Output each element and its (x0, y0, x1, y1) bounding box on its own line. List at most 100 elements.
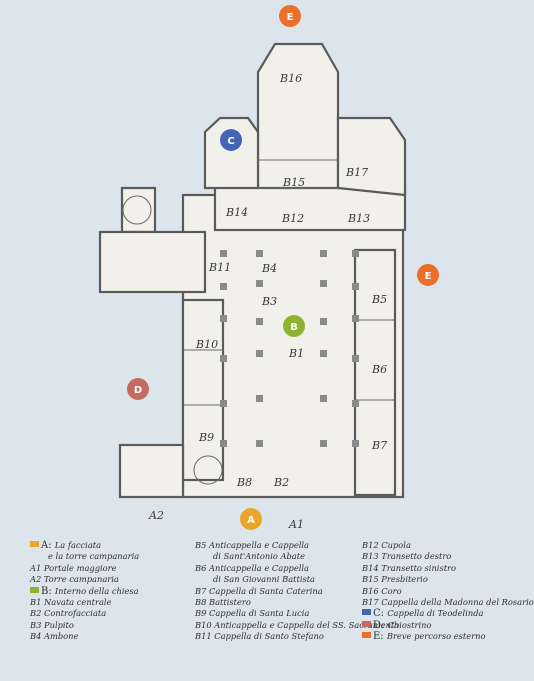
marker-label: E (287, 12, 294, 23)
legend-text: B5 Anticappella e Cappella (195, 540, 309, 550)
marker-label: C (227, 136, 234, 147)
legend-text: B2 Controfacciata (30, 608, 107, 619)
plan-label-b1: B1 (288, 347, 304, 360)
plan-label-b5: B5 (371, 293, 387, 306)
legend-text: B15 Presbiterio (362, 574, 428, 585)
legend-item: B9 Cappella di Santa Lucia (195, 608, 399, 619)
legend-text: Breve percorso esterno (386, 631, 486, 642)
plan-label-b9: B9 (198, 431, 214, 444)
legend-text: B17 Cappella della Madonna del Rosario (362, 597, 534, 608)
marker-c: C (220, 129, 242, 151)
legend-text: B12 Cupola (362, 540, 411, 550)
legend-text: B16 Coro (362, 585, 402, 596)
plan-label-b14: B14 (225, 206, 248, 219)
legend-text: B14 Transetto sinistro (362, 562, 457, 573)
marker-label: E (425, 271, 432, 282)
legend-key: A: (41, 540, 55, 551)
marker-e-top: E (279, 5, 301, 27)
legend-swatch-d (362, 620, 371, 627)
marker-label: D (134, 385, 142, 396)
plan-label-b8: B8 (236, 476, 252, 489)
legend-item: B10 Anticappella e Cappella del SS. Sacr… (195, 620, 399, 631)
plan-label-b16: B16 (279, 72, 302, 85)
legend-item: B12 Cupola (362, 540, 534, 551)
legend-text: B1 Navata centrale (30, 597, 112, 608)
legend-swatch-a (30, 541, 39, 547)
chapel-teodelinda (203, 116, 260, 190)
legend-text: di San Giovanni Battista (213, 574, 316, 585)
legend-item: di Sant'Antonio Abate (195, 551, 399, 562)
legend-item: A1 Portale maggiore (30, 563, 139, 574)
legend-text: e la torre campanaria (48, 551, 140, 562)
legend-swatch-e (362, 632, 371, 639)
marker-e-right: E (417, 264, 439, 286)
legend-text: B13 Transetto destro (362, 551, 452, 562)
legend-text: di Sant'Antonio Abate (213, 551, 305, 562)
legend-key: E: (373, 631, 387, 643)
legend-swatch-c (362, 609, 371, 616)
legend-text: B7 Cappella di Santa Caterina (195, 585, 323, 596)
plan-label-b12: B12 (281, 212, 304, 225)
markers: A B C D E E (127, 5, 439, 530)
legend-text: B9 Cappella di Santa Lucia (195, 608, 310, 619)
plan-inner-walls (122, 159, 395, 485)
cloister-room (118, 443, 185, 499)
marker-circle (240, 508, 262, 530)
legend-item: di San Giovanni Battista (195, 574, 399, 585)
legend-text: Chiostrino (387, 619, 432, 630)
legend-item: B8 Battistero (195, 597, 399, 608)
chapel-rosario (336, 116, 407, 197)
legend-key: B: (41, 585, 55, 597)
legend-item: B16 Coro (362, 586, 534, 597)
legend-item: e la torre campanaria (30, 551, 139, 562)
plan-label-b13: B13 (347, 212, 370, 225)
left-chapels (181, 298, 225, 482)
legend-item: B2 Controfacciata (30, 608, 139, 619)
legend-item: B11 Cappella di Santo Stefano (195, 631, 399, 642)
legend-text: B6 Anticappella e Cappella (195, 562, 309, 573)
marker-b: B (283, 315, 305, 337)
legend-text: A2 Torre campanaria (30, 574, 119, 585)
marker-circle (417, 264, 439, 286)
left-annex (98, 230, 207, 294)
legend-text: B8 Battistero (195, 597, 251, 608)
plan-label-a2: A2 (148, 509, 164, 522)
choir-apse (256, 42, 340, 190)
legend-item: B15 Presbiterio (362, 574, 534, 585)
marker-circle (279, 5, 301, 27)
marker-label: A (247, 515, 255, 526)
marker-circle (220, 129, 242, 151)
legend-swatch-b (30, 586, 39, 593)
legend-text: B4 Ambone (30, 631, 79, 642)
legend-item: B14 Transetto sinistro (362, 563, 534, 574)
plan-label-b2: B2 (273, 476, 289, 489)
plan-label-b15: B15 (282, 176, 305, 189)
plan-walls (98, 42, 407, 499)
legend-key: D: (373, 619, 388, 631)
plan-label-b11: B11 (208, 261, 231, 274)
legend-item: B3 Pulpito (30, 620, 139, 631)
legend-item: B1 Navata centrale (30, 597, 139, 608)
legend-item: B6 Anticappella e Cappella (195, 563, 399, 574)
legend-item: B13 Transetto destro (362, 551, 534, 562)
plan-label-b4: B4 (261, 262, 277, 275)
legend-item: B5 Anticappella e Cappella (195, 540, 399, 551)
legend-item: B4 Ambone (30, 631, 139, 642)
legend-item: B7 Cappella di Santa Caterina (195, 586, 399, 597)
legend-item: A: La facciata (30, 540, 139, 551)
legend-text: Cappella di Teodelinda (387, 608, 484, 619)
left-tower (120, 186, 157, 234)
marker-label: B (290, 322, 298, 333)
plan-label-b7: B7 (371, 439, 387, 452)
marker-d: D (127, 378, 149, 400)
legend-text: B10 Anticappella e Cappella del SS. Sacr… (195, 619, 400, 630)
plan-label-a1: A1 (288, 518, 304, 531)
marker-circle (283, 315, 305, 337)
legend-text: B3 Pulpito (30, 619, 74, 630)
